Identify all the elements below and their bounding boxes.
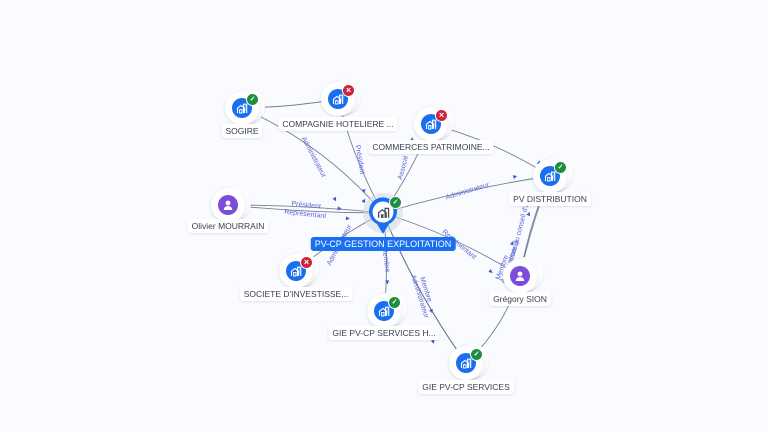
edge-pv-distribution-pvcp-gestion [382, 175, 551, 214]
status-active-check-icon: ✓ [389, 196, 402, 209]
edge-arrow-icon [337, 206, 342, 211]
node-label[interactable]: SOCIETE D'INVESTISSE... [239, 287, 353, 301]
node-label[interactable]: SOGIRE [221, 124, 263, 138]
node-label[interactable]: GIE PV-CP SERVICES [418, 380, 514, 394]
status-active-check-icon: ✓ [388, 296, 401, 309]
edge-label: Membre [380, 247, 391, 274]
edge-arrow-icon [361, 189, 366, 194]
person-icon [510, 266, 530, 286]
node-label[interactable]: GIE PV-CP SERVICES H... [328, 326, 440, 340]
status-closed-x-icon: × [435, 109, 448, 122]
edge-arrow-icon [509, 241, 514, 246]
center-node-label[interactable]: PV-CP GESTION EXPLOITATION [310, 237, 456, 251]
node-label[interactable]: COMPAGNIE HOTELIERE ... [278, 117, 398, 131]
edge-label: Président [291, 200, 321, 210]
edge-pvcp-gestion-gie-services [382, 212, 467, 364]
company-building-icon [373, 202, 393, 222]
status-active-check-icon: ✓ [246, 93, 259, 106]
node-label[interactable]: PV DISTRIBUTION [509, 192, 591, 206]
status-closed-x-icon: × [342, 84, 355, 97]
edge-arrow-icon [385, 280, 390, 285]
edge-arrow-icon [526, 211, 531, 217]
status-active-check-icon: ✓ [554, 161, 567, 174]
edge-arrow-icon [361, 198, 366, 204]
edge-label: Associé [397, 155, 410, 181]
edge-arrow-icon [512, 175, 518, 180]
edge-label: Président [353, 145, 365, 175]
edge-label: Représentant [284, 209, 327, 220]
edge-label: Administrateur [300, 136, 328, 180]
edge-arrow-icon [345, 216, 350, 221]
status-active-check-icon: ✓ [470, 348, 483, 361]
edge-arrow-icon [488, 268, 493, 274]
edge-arrow-icon [332, 196, 337, 202]
edge-label: Administrateur [445, 181, 491, 201]
edge-arrow-icon [430, 339, 435, 344]
node-label[interactable]: Grégory SION [489, 292, 551, 306]
status-closed-x-icon: × [300, 256, 313, 269]
edge-arrow-icon [429, 308, 433, 314]
node-label[interactable]: COMMERCES PATRIMOINE... [368, 140, 494, 154]
person-icon [218, 195, 238, 215]
node-label[interactable]: Olivier MOURRAIN [187, 219, 269, 233]
